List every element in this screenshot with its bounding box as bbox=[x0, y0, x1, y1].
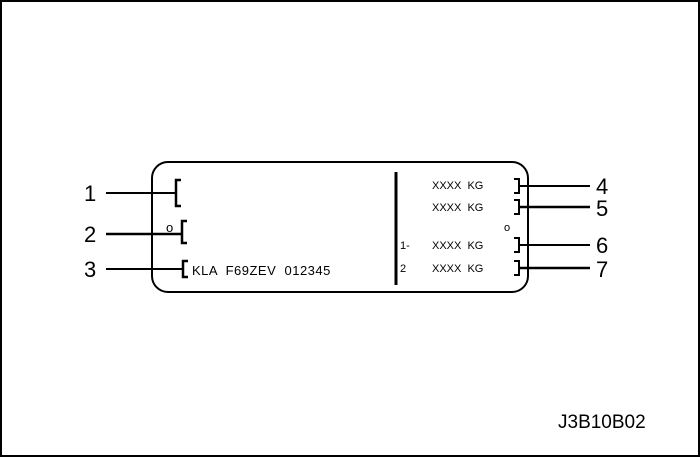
figure-code: J3B10B02 bbox=[558, 412, 646, 433]
weight-3: XXXX KG bbox=[432, 240, 483, 252]
bracket-4 bbox=[514, 178, 520, 194]
bracket-2 bbox=[180, 219, 187, 245]
weight-4: XXXX KG bbox=[432, 263, 483, 275]
bracket-6 bbox=[514, 237, 520, 253]
plate-outline bbox=[151, 161, 529, 293]
callout-7: 7 bbox=[596, 257, 608, 282]
marker-o-right: o bbox=[504, 222, 510, 234]
axle-1-label: 1- bbox=[400, 240, 410, 252]
callout-5: 5 bbox=[596, 196, 608, 221]
callout-1: 1 bbox=[84, 181, 96, 206]
bracket-5 bbox=[514, 199, 520, 215]
marker-o-left: o bbox=[166, 220, 174, 235]
callout-6: 6 bbox=[596, 233, 608, 258]
weight-1: XXXX KG bbox=[432, 180, 483, 192]
bracket-1 bbox=[174, 178, 181, 208]
callout-4: 4 bbox=[596, 174, 608, 199]
axle-2-label: 2 bbox=[400, 263, 406, 275]
callout-3: 3 bbox=[84, 257, 96, 282]
callout-2: 2 bbox=[84, 222, 96, 247]
vin-text: KLA F69ZEV 012345 bbox=[192, 263, 331, 278]
weight-2: XXXX KG bbox=[432, 202, 483, 214]
bracket-3 bbox=[181, 259, 188, 279]
bracket-7 bbox=[514, 260, 520, 276]
